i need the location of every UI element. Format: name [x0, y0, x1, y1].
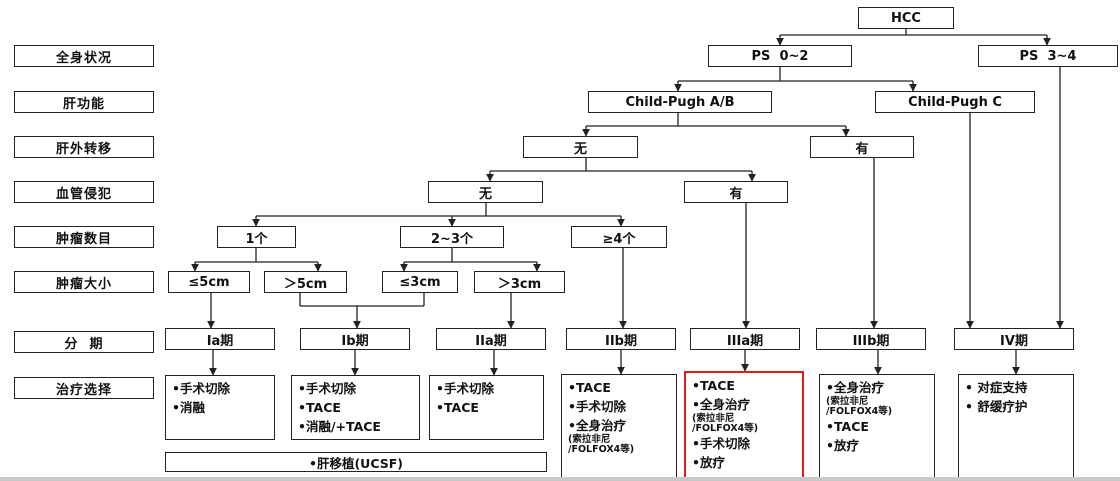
bottom-divider: [0, 477, 1120, 481]
treatment-iiib-item: •放疗: [826, 438, 859, 453]
treatment-iiib: •全身治疗 (索拉非尼 /FOLFOX4等) •TACE •放疗: [819, 374, 935, 478]
node-tumor-count-1: 1个: [217, 226, 296, 248]
node-size-le-5cm: ≤5cm: [168, 271, 250, 293]
treatment-iib: •TACE •手术切除 •全身治疗 (索拉非尼 /FOLFOX4等): [561, 374, 677, 478]
row-label-liver-function: 肝功能: [14, 91, 154, 113]
node-hcc: HCC: [858, 7, 954, 29]
treatment-iiib-item: •TACE: [826, 419, 869, 434]
treatment-iiib-item: •全身治疗: [826, 380, 884, 395]
treatment-iiia-item: •TACE: [692, 378, 735, 393]
node-vascular-yes: 有: [684, 181, 788, 203]
node-vascular-no: 无: [428, 181, 543, 203]
node-child-pugh-ab: Child-Pugh A/B: [588, 91, 772, 113]
treatment-iia: •手术切除 •TACE: [429, 375, 544, 440]
node-ps-0-2: PS 0~2: [708, 45, 852, 67]
row-label-extrahepatic-metastasis: 肝外转移: [14, 136, 154, 158]
treatment-iiia-note: /FOLFOX4等): [692, 423, 759, 434]
treatment-iiia-item: •放疗: [692, 455, 725, 470]
row-label-treatment: 治疗选择: [14, 377, 154, 399]
treatment-iib-item: •手术切除: [568, 399, 626, 414]
row-label-tumor-number: 肿瘤数目: [14, 226, 154, 248]
node-tumor-count-4-plus: ≥4个: [571, 226, 667, 248]
treatment-ia: •手术切除 •消融: [165, 375, 275, 440]
treatment-iiia-item: •手术切除: [692, 436, 750, 451]
node-ps-3-4: PS 3~4: [978, 45, 1118, 67]
node-size-le-3cm: ≤3cm: [382, 271, 458, 293]
stage-ia: Ia期: [165, 328, 275, 350]
row-label-vascular-invasion: 血管侵犯: [14, 181, 154, 203]
node-extrahepatic-no: 无: [523, 136, 638, 158]
node-size-gt-5cm: ＞5cm: [264, 271, 347, 293]
node-tumor-count-2-3: 2~3个: [400, 226, 504, 248]
treatment-iiia-item: •全身治疗: [692, 397, 750, 412]
treatment-iv-item: • 对症支持: [965, 380, 1028, 395]
treatment-ib: •手术切除 •TACE •消融/+TACE: [291, 375, 420, 440]
treatment-iiia-highlighted: •TACE •全身治疗 (索拉非尼 /FOLFOX4等) •手术切除 •放疗: [684, 371, 804, 479]
treatment-liver-transplant: •肝移植(UCSF): [165, 452, 547, 472]
stage-iiia: IIIa期: [690, 328, 800, 350]
stage-iib: IIb期: [566, 328, 676, 350]
treatment-iib-note: (索拉非尼: [568, 434, 611, 445]
stage-iia: IIa期: [436, 328, 546, 350]
treatment-iib-item: •TACE: [568, 380, 611, 395]
treatment-iv: • 对症支持 • 舒缓疗护: [958, 374, 1074, 478]
stage-iiib: IIIb期: [816, 328, 926, 350]
treatment-iiib-note: /FOLFOX4等): [826, 406, 893, 417]
stage-ib: Ib期: [300, 328, 410, 350]
treatment-ib-item: •TACE: [298, 400, 341, 415]
row-label-tumor-size: 肿瘤大小: [14, 271, 154, 293]
treatment-ib-item: •消融/+TACE: [298, 419, 381, 434]
treatment-iia-item: •手术切除: [436, 381, 494, 396]
treatment-iia-item: •TACE: [436, 400, 479, 415]
treatment-iib-item: •全身治疗: [568, 418, 626, 433]
stage-iv: IV期: [954, 328, 1074, 350]
treatment-iv-item: • 舒缓疗护: [965, 399, 1028, 414]
treatment-iiib-note: (索拉非尼: [826, 396, 869, 407]
row-label-general-status: 全身状况: [14, 45, 154, 67]
node-size-gt-3cm: ＞3cm: [474, 271, 565, 293]
treatment-iiia-note: (索拉非尼: [692, 413, 735, 424]
treatment-ia-item: •消融: [172, 400, 205, 415]
treatment-ia-item: •手术切除: [172, 381, 230, 396]
treatment-ib-item: •手术切除: [298, 381, 356, 396]
node-extrahepatic-yes: 有: [810, 136, 914, 158]
node-child-pugh-c: Child-Pugh C: [875, 91, 1035, 113]
row-label-stage: 分 期: [14, 331, 154, 353]
treatment-iib-note: /FOLFOX4等): [568, 444, 635, 455]
